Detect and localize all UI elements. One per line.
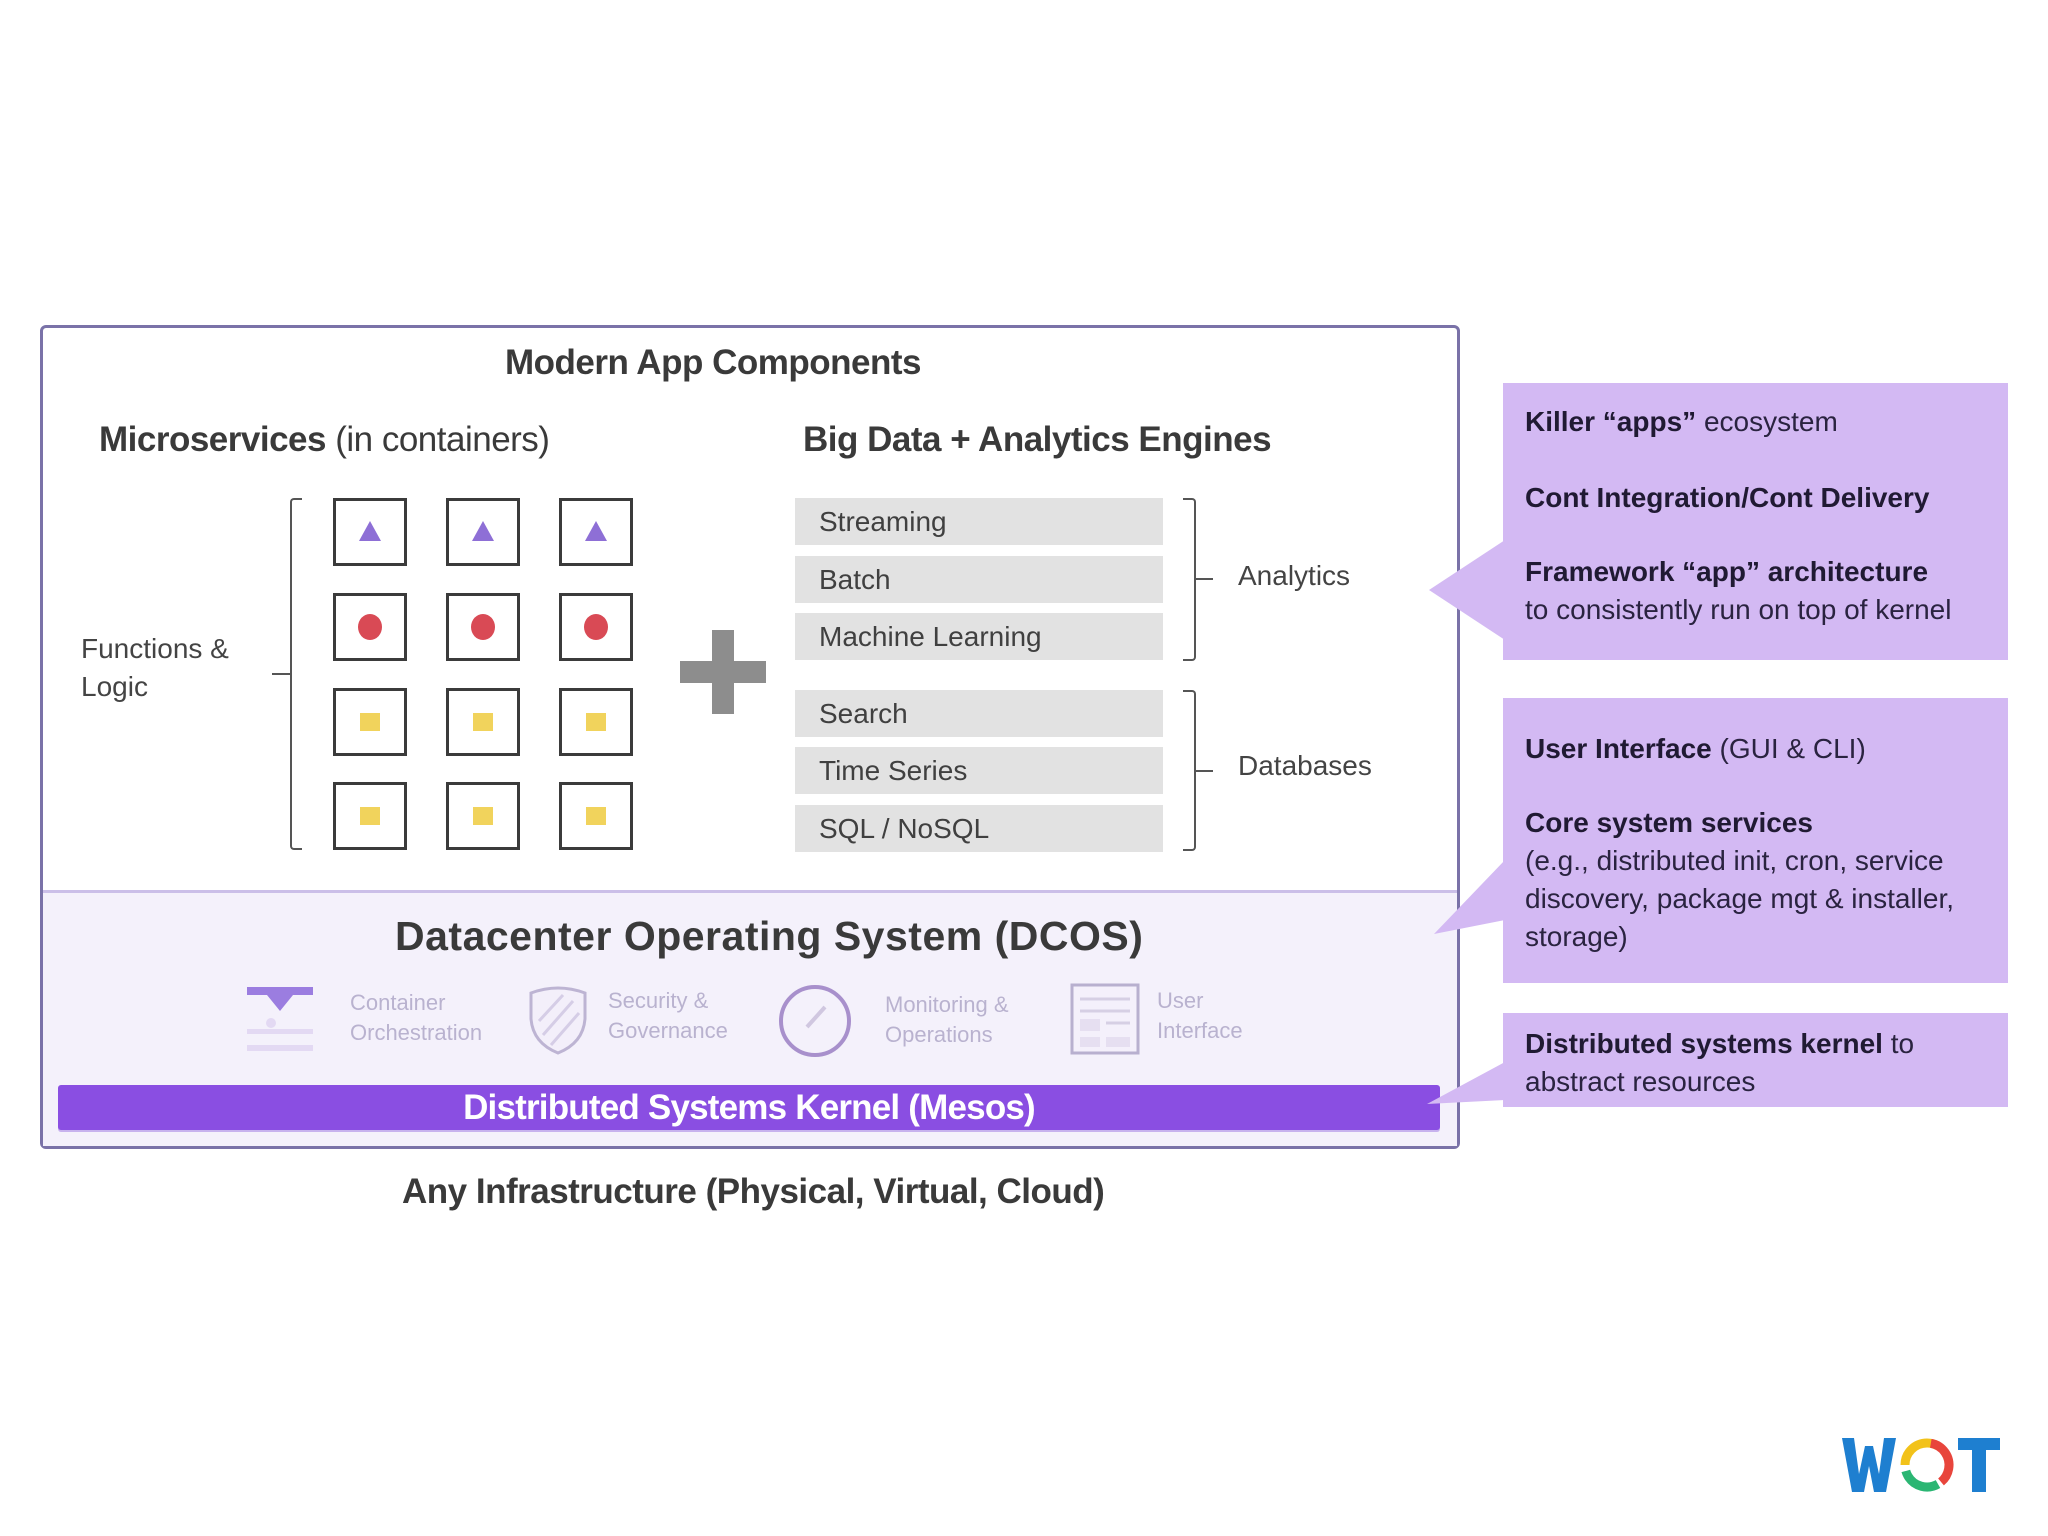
callout-line: Cont Integration/Cont Delivery xyxy=(1525,479,1986,517)
square-icon xyxy=(586,713,606,731)
feature-monitoring-line2: Operations xyxy=(885,1022,993,1047)
callout-line: (e.g., distributed init, cron, service xyxy=(1525,842,1986,880)
logo-ring-red xyxy=(1900,1438,1954,1492)
logo-letter-t-stem xyxy=(1972,1438,1986,1492)
kernel-bar: Distributed Systems Kernel (Mesos) xyxy=(58,1085,1440,1130)
callout-line: Framework “app” architecture xyxy=(1525,553,1986,591)
callout-kernel: Distributed systems kernel to abstract r… xyxy=(1503,1013,2008,1107)
functions-bracket xyxy=(290,498,302,850)
engine-time-series: Time Series xyxy=(795,747,1163,794)
callout-line-normal: storage) xyxy=(1525,921,1628,952)
logo-ring-green xyxy=(1900,1438,1954,1492)
engine-streaming: Streaming xyxy=(795,498,1163,545)
infrastructure-label: Any Infrastructure (Physical, Virtual, C… xyxy=(402,1172,1105,1211)
functions-logic-label-line2: Logic xyxy=(81,671,148,702)
container-box xyxy=(333,593,407,661)
databases-bracket-tick xyxy=(1196,770,1213,772)
feature-ui-line1: User xyxy=(1157,988,1204,1013)
logo-ring-yellow xyxy=(1900,1438,1954,1492)
callout-pointer-apps xyxy=(1429,540,1505,640)
logo-letter-w xyxy=(1842,1438,1896,1492)
callout-line: User Interface (GUI & CLI) xyxy=(1525,730,1986,768)
callout-line-bold: Killer “apps” xyxy=(1525,406,1697,437)
square-icon xyxy=(586,807,606,825)
container-box xyxy=(446,688,520,756)
container-box xyxy=(446,782,520,850)
plus-icon xyxy=(712,630,734,714)
callout-services: User Interface (GUI & CLI) Core system s… xyxy=(1503,698,2008,983)
microservices-heading: Microservices (in containers) xyxy=(99,420,550,460)
square-icon xyxy=(360,713,380,731)
triangle-icon xyxy=(585,521,607,541)
engine-sql-nosql: SQL / NoSQL xyxy=(795,805,1163,852)
container-box xyxy=(333,782,407,850)
container-box xyxy=(559,498,633,566)
callout-pointer-services xyxy=(1434,860,1505,934)
analytics-bracket-tick xyxy=(1196,578,1213,580)
functions-bracket-tick xyxy=(272,673,290,675)
shield-icon xyxy=(529,986,587,1055)
container-box xyxy=(333,688,407,756)
callout-line: Killer “apps” ecosystem xyxy=(1525,403,1986,441)
circle-icon xyxy=(471,614,495,640)
container-orchestration-icon xyxy=(247,987,313,1051)
callout-line-bold: Core system services xyxy=(1525,807,1813,838)
feature-container-line2: Orchestration xyxy=(350,1020,483,1045)
callout-line-normal: to consistently run on top of kernel xyxy=(1525,594,1952,625)
callout-line-bold: Framework “app” architecture xyxy=(1525,556,1929,587)
feature-container-line1: Container xyxy=(350,990,446,1015)
callout-line: Distributed systems kernel to xyxy=(1525,1025,1986,1063)
circle-icon xyxy=(358,614,382,640)
container-box xyxy=(559,593,633,661)
container-box xyxy=(446,498,520,566)
square-icon xyxy=(360,807,380,825)
microservices-heading-bold: Microservices xyxy=(99,420,326,459)
dcos-title: Datacenter Operating System (DCOS) xyxy=(395,913,1144,959)
callout-line-bold: Cont Integration/Cont Delivery xyxy=(1525,482,1930,513)
callout-line: abstract resources xyxy=(1525,1063,1986,1101)
feature-monitoring-line1: Monitoring & xyxy=(885,992,1009,1017)
callout-line-bold: User Interface xyxy=(1525,733,1712,764)
feature-security-line2: Governance xyxy=(608,1018,728,1043)
callout-line: to consistently run on top of kernel xyxy=(1525,591,1986,629)
callout-apps: Killer “apps” ecosystem Cont Integration… xyxy=(1503,383,2008,660)
databases-bracket xyxy=(1183,690,1196,851)
callout-line: storage) xyxy=(1525,918,1986,956)
engine-batch: Batch xyxy=(795,556,1163,603)
triangle-icon xyxy=(359,521,381,541)
callout-line-normal: abstract resources xyxy=(1525,1066,1756,1097)
callout-line: Core system services xyxy=(1525,804,1986,842)
callout-pointer-kernel xyxy=(1427,1062,1505,1104)
feature-ui-line2: Interface xyxy=(1157,1018,1243,1043)
container-box xyxy=(559,688,633,756)
kernel-bar-label: Distributed Systems Kernel (Mesos) xyxy=(463,1088,1036,1127)
diagram-title: Modern App Components xyxy=(505,343,921,382)
callout-line-normal: (GUI & CLI) xyxy=(1711,733,1866,764)
feature-security-line1: Security & xyxy=(608,988,709,1013)
callout-line-normal: (e.g., distributed init, cron, service xyxy=(1525,845,1944,876)
microservices-heading-note: (in containers) xyxy=(325,420,550,459)
callout-line: discovery, package mgt & installer, xyxy=(1525,880,1986,918)
container-box xyxy=(446,593,520,661)
gauge-icon xyxy=(779,985,851,1057)
functions-logic-label-line1: Functions & xyxy=(81,633,229,664)
big-data-heading: Big Data + Analytics Engines xyxy=(803,420,1272,459)
callout-line-bold: Distributed systems kernel xyxy=(1525,1028,1883,1059)
container-box xyxy=(559,782,633,850)
engine-search: Search xyxy=(795,690,1163,737)
circle-icon xyxy=(584,614,608,640)
callout-line-normal: ecosystem xyxy=(1696,406,1838,437)
triangle-icon xyxy=(472,521,494,541)
databases-label: Databases xyxy=(1238,750,1372,781)
wot-logo xyxy=(1842,1438,2000,1492)
container-box xyxy=(333,498,407,566)
analytics-label: Analytics xyxy=(1238,560,1351,591)
window-layout-icon xyxy=(1070,983,1140,1055)
callout-line-normal: to xyxy=(1882,1028,1915,1059)
square-icon xyxy=(473,807,493,825)
analytics-bracket xyxy=(1183,498,1196,661)
square-icon xyxy=(473,713,493,731)
callout-line-normal: discovery, package mgt & installer, xyxy=(1525,883,1955,914)
engine-machine-learning: Machine Learning xyxy=(795,613,1163,660)
